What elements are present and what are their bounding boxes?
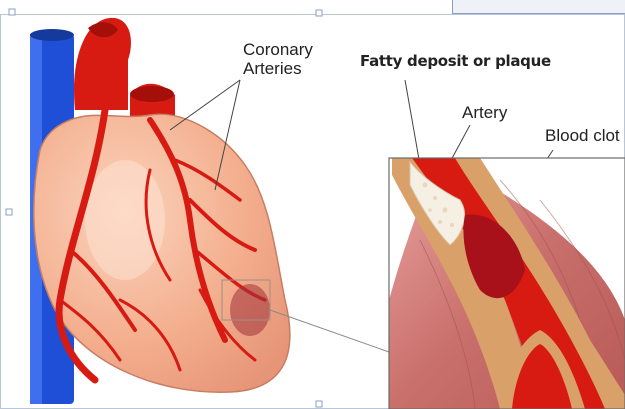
coronary-arteries-label: Coronary Arteries bbox=[243, 40, 313, 78]
resize-handle[interactable] bbox=[6, 209, 12, 215]
inset-magnified-artery bbox=[389, 158, 625, 409]
blood-clot-label: Blood clot bbox=[545, 126, 620, 146]
caption-tab bbox=[452, 0, 625, 14]
resize-handle[interactable] bbox=[316, 401, 322, 407]
resize-handle[interactable] bbox=[316, 10, 322, 16]
artery-label: Artery bbox=[462, 103, 507, 123]
heart-highlight bbox=[85, 160, 165, 280]
fatty-deposit-label: Fatty deposit or plaque bbox=[360, 52, 551, 70]
coronary-label-line1: Coronary bbox=[243, 40, 313, 59]
resize-handle[interactable] bbox=[9, 9, 15, 15]
coronary-label-line2: Arteries bbox=[243, 59, 313, 78]
damaged-area bbox=[230, 284, 270, 336]
